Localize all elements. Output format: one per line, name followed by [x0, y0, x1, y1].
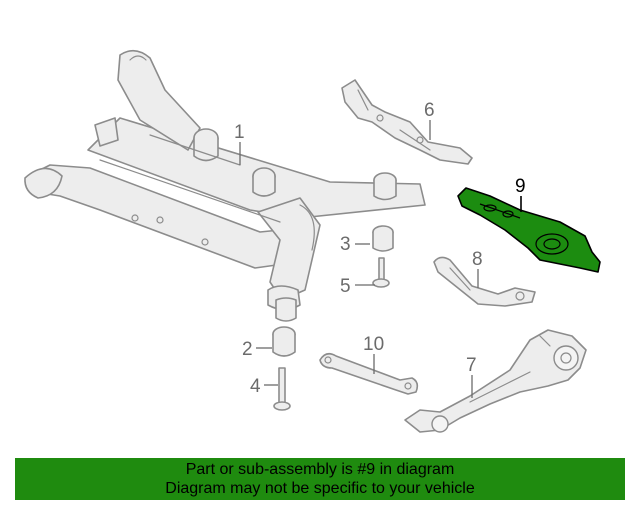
- callout-7: 7: [466, 355, 477, 398]
- bushing-part-3[interactable]: [372, 225, 394, 252]
- svg-text:9: 9: [515, 176, 526, 197]
- banner-line-2: Diagram may not be specific to your vehi…: [165, 480, 475, 497]
- svg-text:6: 6: [424, 100, 435, 121]
- bushing-part-2[interactable]: [272, 326, 296, 357]
- lateral-link-part-10[interactable]: [319, 352, 419, 395]
- callout-9: 9: [515, 176, 526, 212]
- trailing-arm-part-7[interactable]: [404, 329, 587, 433]
- callout-8: 8: [472, 249, 483, 288]
- control-arm-part-9[interactable]: [457, 187, 601, 273]
- svg-text:2: 2: [242, 339, 253, 360]
- info-banner: Part or sub-assembly is #9 in diagram Di…: [15, 458, 625, 500]
- callout-4: 4: [250, 376, 278, 397]
- banner-line-1: Part or sub-assembly is #9 in diagram: [185, 461, 455, 478]
- callout-10: 10: [363, 334, 384, 374]
- callout-6: 6: [424, 100, 435, 140]
- bolt-part-4[interactable]: [273, 367, 291, 411]
- svg-text:5: 5: [340, 276, 351, 297]
- callout-5: 5: [340, 276, 375, 297]
- bolt-part-5[interactable]: [372, 257, 390, 288]
- svg-text:3: 3: [340, 234, 351, 255]
- parts-diagram: 1 6 9 3 5 8 2 10 4 7: [24, 49, 601, 433]
- svg-text:8: 8: [472, 249, 483, 270]
- callout-3: 3: [340, 234, 370, 255]
- callout-2: 2: [242, 339, 272, 360]
- callout-1: 1: [234, 122, 245, 165]
- upper-arm-part-8[interactable]: [433, 256, 536, 307]
- bracket-part-6[interactable]: [341, 79, 473, 165]
- subframe-part-1[interactable]: [24, 49, 426, 322]
- svg-text:4: 4: [250, 376, 261, 397]
- svg-text:7: 7: [466, 355, 477, 376]
- svg-text:10: 10: [363, 334, 384, 355]
- svg-text:1: 1: [234, 122, 245, 143]
